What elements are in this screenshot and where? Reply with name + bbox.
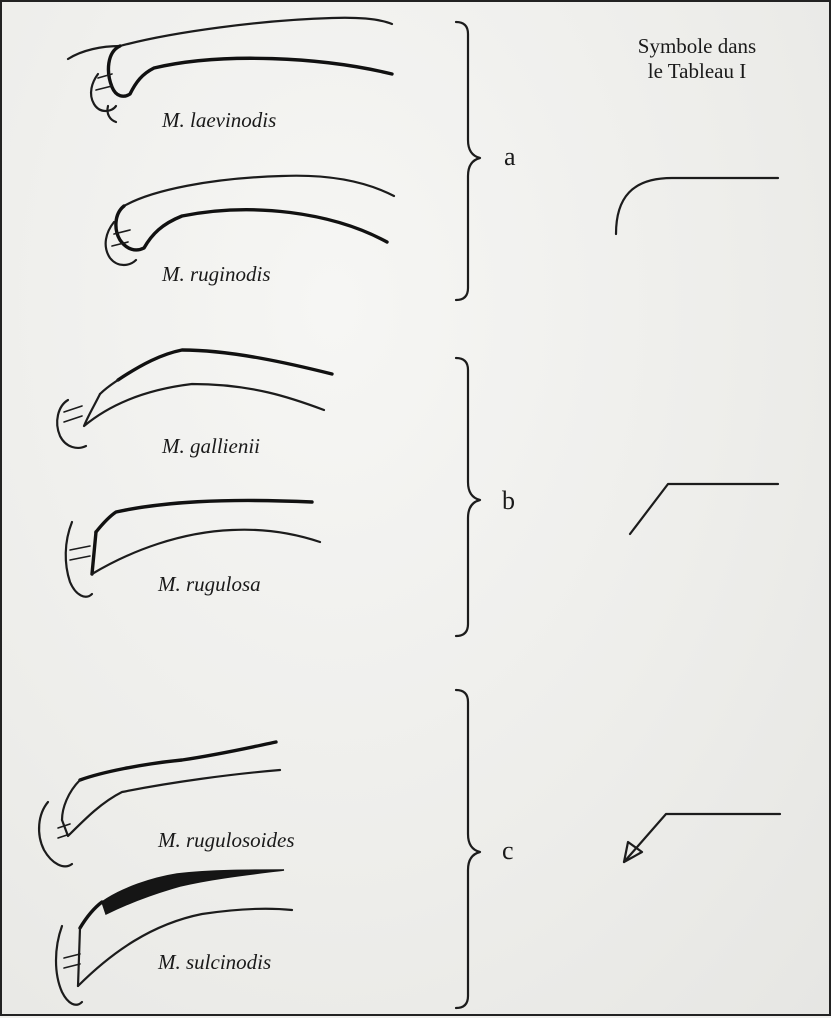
legend-title-line2: le Tableau I bbox=[592, 59, 802, 84]
legend-title: Symbole dans le Tableau I bbox=[592, 34, 802, 84]
legend-title-line1: Symbole dans bbox=[592, 34, 802, 59]
species-label-sulcinodis: M. sulcinodis bbox=[158, 950, 271, 975]
rounded-corner-symbol bbox=[616, 178, 778, 234]
scape-drawing-sulcinodis bbox=[56, 870, 292, 1005]
scape-drawing-laevinodis bbox=[68, 18, 392, 122]
group-letter-a: a bbox=[504, 142, 516, 172]
angled-corner-symbol bbox=[630, 484, 778, 534]
group-letter-c: c bbox=[502, 836, 514, 866]
angled-corner-with-lobe-symbol bbox=[624, 814, 780, 862]
species-label-gallienii: M. gallienii bbox=[162, 434, 260, 459]
brace-group-c bbox=[456, 690, 480, 1008]
species-label-ruginodis: M. ruginodis bbox=[162, 262, 271, 287]
species-label-laevinodis: M. laevinodis bbox=[162, 108, 276, 133]
scape-drawing-ruginodis bbox=[106, 176, 394, 265]
brace-group-a bbox=[456, 22, 480, 300]
species-label-rugulosoides: M. rugulosoides bbox=[158, 828, 295, 853]
species-label-rugulosa: M. rugulosa bbox=[158, 572, 261, 597]
group-letter-b: b bbox=[502, 486, 515, 516]
brace-group-b bbox=[456, 358, 480, 636]
